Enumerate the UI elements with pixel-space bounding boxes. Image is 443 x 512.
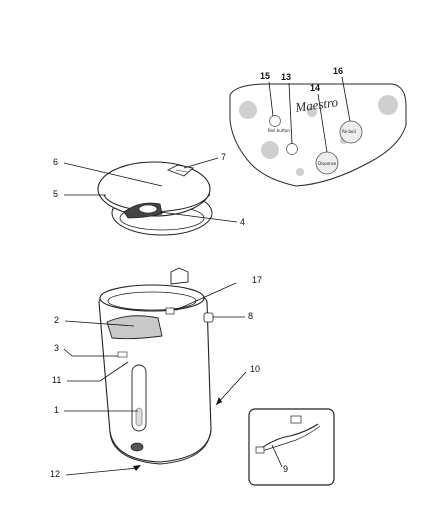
- control-panel-outline: [229, 83, 407, 187]
- water-level-window: [131, 364, 147, 432]
- callout-8: 8: [248, 311, 253, 321]
- leader-6: [63, 162, 163, 187]
- callout-17: 17: [252, 275, 262, 285]
- leader-4: [159, 211, 238, 223]
- callout-5: 5: [53, 189, 58, 199]
- leader-16: [341, 76, 351, 122]
- pot-base: [109, 429, 212, 465]
- leader-7: [183, 157, 219, 169]
- leader-2: [64, 320, 135, 327]
- hinge-block: [170, 267, 189, 285]
- appliance-plug: [290, 415, 302, 424]
- callout-15: 15: [260, 71, 270, 81]
- callout-16: 16: [333, 66, 343, 76]
- dispense-label: Dispense: [318, 161, 337, 166]
- body-control-panel: [106, 315, 163, 340]
- water-level-float: [135, 407, 143, 427]
- steam-vent: [165, 307, 175, 315]
- callout-1: 1: [54, 405, 59, 415]
- brand-logo: Maestro: [293, 94, 339, 115]
- leader-15: [268, 81, 274, 117]
- reboil-indicator-light: [286, 143, 298, 155]
- leader-11: [67, 361, 129, 382]
- reboil-label: Re-boil: [342, 129, 356, 134]
- callout-10: 10: [250, 364, 260, 374]
- cord-box-frame: [248, 408, 335, 486]
- side-connector: [203, 312, 214, 323]
- callout-3: 3: [54, 343, 59, 353]
- callout-6: 6: [53, 157, 58, 167]
- leader-10: [215, 371, 247, 406]
- decor-dot: [261, 141, 279, 159]
- lid-button-insert: [138, 204, 158, 214]
- power-cord: [259, 423, 319, 450]
- mains-plug: [255, 446, 265, 454]
- decor-dot: [239, 101, 257, 119]
- leader-3: [63, 348, 118, 357]
- callout-2: 2: [54, 315, 59, 325]
- decor-dot: [378, 95, 398, 115]
- leader-12: [65, 467, 139, 476]
- power-cord-box: 9: [248, 408, 335, 486]
- control-panel: Boil button Re-boil Dispense Maestro 15 …: [229, 66, 407, 187]
- callout-9: 9: [283, 464, 288, 474]
- pot-body-outline: [98, 284, 212, 463]
- decor-dot: [307, 107, 317, 117]
- callout-4: 4: [240, 217, 245, 227]
- callout-14: 14: [310, 83, 320, 93]
- boil-indicator-light: [269, 115, 281, 127]
- boil-label: Boil button: [268, 128, 290, 133]
- latch-detail: [175, 169, 188, 173]
- side-switch: [117, 351, 128, 358]
- thermo-pot-body: [98, 267, 214, 465]
- callout-11: 11: [52, 375, 61, 385]
- arrowhead-10: [216, 397, 222, 405]
- callout-7: 7: [221, 152, 226, 162]
- arrowhead-12: [133, 465, 141, 471]
- boil-button: [339, 120, 363, 144]
- pot-top-rim: [99, 284, 205, 312]
- leader-9: [271, 444, 283, 468]
- leader-13: [288, 82, 293, 145]
- lid-assembly: [97, 161, 213, 236]
- lid-latch: [166, 164, 194, 177]
- decor-dot: [296, 168, 304, 176]
- leader-17: [175, 282, 237, 311]
- leader-14: [317, 93, 328, 153]
- power-cord-outline: [261, 425, 321, 452]
- callout-13: 13: [281, 72, 291, 82]
- callout-12: 12: [50, 469, 60, 479]
- water-spout: [130, 442, 144, 452]
